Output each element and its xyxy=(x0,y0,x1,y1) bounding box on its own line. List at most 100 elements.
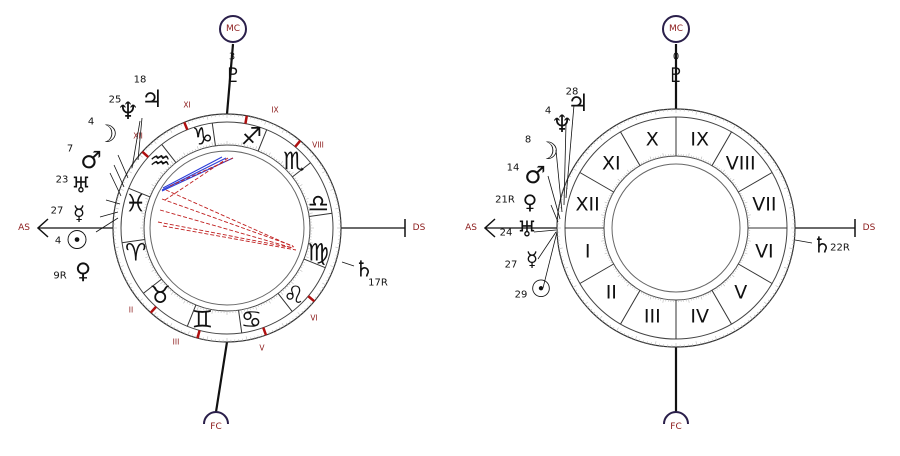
fc-label: FC xyxy=(670,422,681,432)
degree-tick xyxy=(310,303,312,304)
degree-tick xyxy=(304,196,306,197)
degree-tick xyxy=(740,262,742,263)
degree-tick xyxy=(303,262,305,263)
degree-tick xyxy=(115,208,119,209)
degree-tick xyxy=(747,215,751,216)
degree-tick xyxy=(621,178,623,179)
degree-tick xyxy=(278,161,279,163)
degree-tick xyxy=(177,159,178,161)
moon-icon: ☽ xyxy=(96,120,118,148)
house-numeral-III: III xyxy=(644,305,661,327)
degree-tick xyxy=(315,158,317,159)
degree-tick xyxy=(282,323,284,326)
degree-tick xyxy=(734,270,736,271)
degree-tick xyxy=(142,303,144,304)
degree-tick xyxy=(701,296,702,300)
degree-tick xyxy=(152,270,155,272)
degree-tick xyxy=(155,272,157,273)
degree-tick xyxy=(627,170,630,173)
fc-axis-line xyxy=(216,342,227,412)
degree-tick xyxy=(608,257,610,258)
moon-icon: ☽ xyxy=(537,137,559,165)
house-divider xyxy=(621,132,641,166)
degree-tick xyxy=(768,300,770,301)
degree-tick xyxy=(170,323,172,326)
degree-tick xyxy=(641,292,642,294)
house-numeral-X: X xyxy=(646,129,659,151)
pisces-icon: ♓ xyxy=(125,190,147,218)
degree-tick xyxy=(296,274,298,275)
degree-tick xyxy=(120,189,124,190)
degree-tick xyxy=(175,293,176,295)
natal-chart: MCFCDSAS♈♉♊♋♌♍♎♏♐♑♒♓IIIIIVVIVIIIIXXIXII☉… xyxy=(18,16,426,432)
degree-tick xyxy=(701,157,702,161)
degree-tick xyxy=(188,121,189,125)
house-numeral-I: I xyxy=(585,241,591,263)
ds-label: DS xyxy=(863,223,876,233)
degree-tick xyxy=(184,153,186,156)
degree-tick xyxy=(646,160,647,162)
house-numeral-IV: IV xyxy=(690,305,709,327)
degree-tick xyxy=(311,155,314,158)
degree-tick xyxy=(184,300,186,303)
degree-tick xyxy=(747,241,751,242)
degree-tick xyxy=(696,111,697,115)
degree-tick xyxy=(744,253,748,254)
degree-tick xyxy=(763,306,765,307)
planet-degree: 29 xyxy=(515,290,528,301)
degree-tick xyxy=(623,176,625,178)
degree-tick xyxy=(635,166,636,168)
planet-degree: 23 xyxy=(56,175,69,186)
degree-tick xyxy=(271,156,272,158)
house-cusp-mark xyxy=(263,328,266,336)
degree-tick xyxy=(140,155,143,158)
degree-tick xyxy=(621,276,623,277)
planet-degree: 25 xyxy=(109,95,122,106)
as-label: AS xyxy=(18,223,30,233)
degree-tick xyxy=(177,295,178,297)
planet-connector xyxy=(342,262,354,266)
degree-tick xyxy=(757,142,759,144)
degree-tick xyxy=(789,207,793,208)
degree-tick xyxy=(655,341,656,345)
degree-tick xyxy=(305,146,307,148)
mc-label: MC xyxy=(669,24,683,34)
house-cusp-mark xyxy=(308,296,314,301)
degree-tick xyxy=(646,294,647,296)
house-numeral-IX: IX xyxy=(690,129,709,151)
degree-tick xyxy=(736,268,738,269)
degree-tick xyxy=(734,328,736,331)
degree-tick xyxy=(618,274,621,277)
degree-tick xyxy=(635,116,636,120)
degree-tick xyxy=(610,262,612,263)
planet-degree: 4 xyxy=(55,236,61,247)
degree-tick xyxy=(573,286,576,288)
degree-tick xyxy=(564,267,568,268)
degree-tick xyxy=(635,336,636,340)
degree-tick xyxy=(737,189,739,190)
degree-tick xyxy=(626,282,627,284)
degree-tick xyxy=(590,309,592,311)
house-label-VIII: VIII xyxy=(312,141,324,150)
degree-tick xyxy=(573,169,576,171)
degree-tick xyxy=(789,248,793,249)
degree-tick xyxy=(154,312,157,315)
degree-tick xyxy=(271,298,272,300)
degree-tick xyxy=(151,143,152,145)
degree-tick xyxy=(703,159,704,161)
degree-tick xyxy=(760,309,762,311)
degree-tick xyxy=(715,116,716,120)
degree-tick xyxy=(728,176,730,178)
degree-tick xyxy=(149,193,151,194)
house-numeral-VIII: VIII xyxy=(726,152,756,174)
degree-tick xyxy=(322,283,325,285)
degree-tick xyxy=(294,277,296,278)
as-label: AS xyxy=(465,223,477,233)
degree-tick xyxy=(307,306,309,308)
degree-tick xyxy=(623,278,625,280)
planet-connector xyxy=(534,230,556,232)
degree-tick xyxy=(158,178,160,179)
aquarius-icon: ♒ xyxy=(149,147,171,175)
